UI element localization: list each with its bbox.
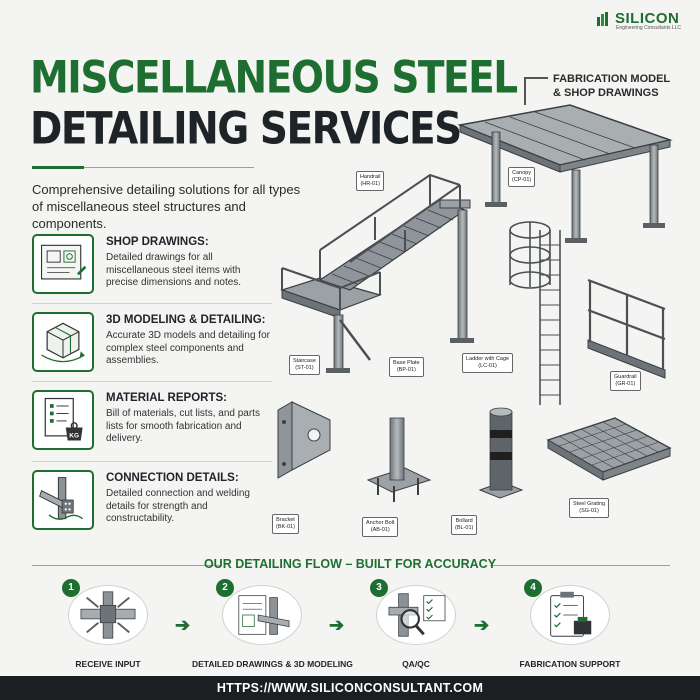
- hero-title-line1: MISCELLANEOUS STEEL: [30, 52, 518, 104]
- cube-3d-icon: [32, 312, 94, 372]
- callout-steel-grating: Steel Grating(SG-01): [569, 498, 610, 518]
- step-label: DETAILED DRAWINGS & 3D MODELING: [192, 659, 353, 669]
- service-desc: Accurate 3D models and detailing for com…: [106, 330, 270, 366]
- service-title: 3D MODELING & DETAILING:: [106, 314, 266, 326]
- fabrication-model-label: FABRICATION MODEL & SHOP DRAWINGS: [553, 72, 670, 100]
- callout-base-plate: Base Plate(BP-01): [389, 357, 424, 377]
- staircase-model: [280, 173, 474, 373]
- fab-label-line2: & SHOP DRAWINGS: [553, 87, 659, 99]
- footer-url[interactable]: HTTPS://WWW.SILICONCONSULTANT.COM: [0, 676, 700, 700]
- step-label: FABRICATION SUPPORT: [519, 659, 621, 669]
- flow-step-3: 3: [370, 579, 456, 645]
- bracket-model: [277, 401, 331, 479]
- brand-tagline: Engineering Consultants LLC: [616, 25, 682, 31]
- anchor-bolt-model: [366, 417, 432, 502]
- canopy-model: [457, 104, 673, 243]
- step-number: 1: [62, 579, 80, 597]
- callout-bollard: Bollard(BL-01): [451, 515, 478, 535]
- service-divider: [32, 303, 272, 304]
- service-desc: Detailed drawings for all miscellaneous …: [106, 252, 242, 288]
- service-title: MATERIAL REPORTS:: [106, 392, 227, 404]
- callout-guardrail: Guardrail(GR-01): [610, 371, 641, 391]
- callout-canopy: Canopy(CP-01): [508, 167, 536, 187]
- report-icon: KG: [32, 390, 94, 450]
- callout-ladder-cage: Ladder with Cage(LC-01): [462, 353, 514, 373]
- flow-step-2: 2: [216, 579, 302, 645]
- step-number: 4: [524, 579, 542, 597]
- callout-staircase: Staircase(ST-01): [289, 355, 320, 375]
- brand-name: SILICON: [615, 10, 680, 27]
- flow-arrow-icon: ➔: [474, 615, 490, 635]
- step-number: 2: [216, 579, 234, 597]
- service-divider: [32, 381, 272, 382]
- service-material-reports: KG MATERIAL REPORTS: Bill of materials, …: [32, 390, 272, 464]
- flow-step-1: 1: [62, 579, 148, 645]
- service-desc: Bill of materials, cut lists, and parts …: [106, 408, 260, 444]
- step-number: 3: [370, 579, 388, 597]
- fab-label-bracket: [524, 77, 548, 105]
- receive-input-icon: [68, 585, 148, 645]
- bollard-model: [478, 407, 524, 499]
- fabrication-support-icon: [530, 585, 610, 645]
- kg-badge: KG: [69, 433, 79, 440]
- flow-arrow-icon: ➔: [329, 615, 345, 635]
- brand-logo: SILICON Engineering Consultants LLC: [596, 10, 686, 31]
- callout-bracket: Bracket(BK-01): [272, 514, 299, 534]
- silicon-logo-icon: [597, 11, 608, 26]
- guardrail-model: [587, 278, 666, 379]
- blueprint-icon: [32, 234, 94, 294]
- title-accent-bar: [32, 166, 84, 169]
- callout-anchor-bolt: Anchor Bolt(AB-01): [362, 517, 399, 537]
- flow-arrow-icon: ➔: [175, 615, 191, 635]
- flow-divider-left: [32, 565, 222, 566]
- service-title: CONNECTION DETAILS:: [106, 472, 239, 484]
- callout-handrail: Handrail(HR-01): [356, 171, 385, 191]
- hero-subtitle: Comprehensive detailing solutions for al…: [32, 182, 301, 231]
- service-3d-modeling: 3D MODELING & DETAILING: Accurate 3D mod…: [32, 312, 272, 386]
- flow-divider-right: [490, 565, 670, 566]
- service-connection-details: CONNECTION DETAILS: Detailed connection …: [32, 470, 272, 544]
- hero-title-line2: DETAILING SERVICES: [30, 103, 462, 155]
- service-divider: [32, 461, 272, 462]
- steel-model-illustration: [277, 104, 673, 502]
- flow-title: OUR DETAILING FLOW – BUILT FOR ACCURACY: [203, 557, 497, 571]
- steel-grating-model: [546, 417, 672, 481]
- fab-label-line1: FABRICATION MODEL: [553, 73, 671, 85]
- service-desc: Detailed connection and welding details …: [106, 488, 250, 524]
- qa-qc-icon: [376, 585, 456, 645]
- flow-step-4: 4: [524, 579, 610, 645]
- ladder-cage-model: [509, 221, 561, 405]
- connection-icon: [32, 470, 94, 530]
- service-shop-drawings: SHOP DRAWINGS: Detailed drawings for all…: [32, 234, 272, 308]
- step-label: RECEIVE INPUT: [75, 659, 141, 669]
- step-label: QA/QC: [402, 659, 430, 669]
- drawing-modeling-icon: [222, 585, 302, 645]
- service-title: SHOP DRAWINGS:: [106, 236, 209, 248]
- title-divider: [84, 167, 254, 168]
